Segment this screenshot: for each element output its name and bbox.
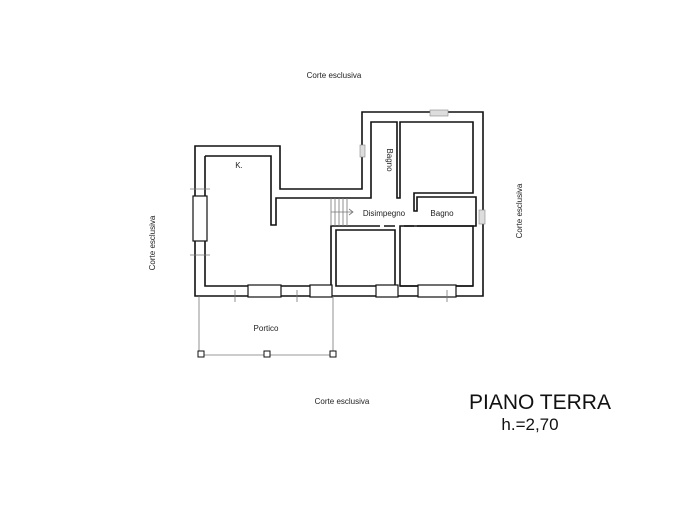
windows bbox=[190, 109, 486, 302]
room-hallway: Disimpegno bbox=[363, 209, 406, 218]
outer-wall bbox=[194, 111, 484, 297]
room-kitchen: K. bbox=[235, 161, 243, 170]
room-bathroom-1: Bagno bbox=[385, 148, 394, 172]
floor-height: h.=2,70 bbox=[501, 415, 558, 434]
label-corte-top: Corte esclusiva bbox=[307, 71, 362, 80]
label-corte-left: Corte esclusiva bbox=[148, 215, 157, 270]
label-corte-bottom: Corte esclusiva bbox=[315, 397, 370, 406]
portico bbox=[197, 296, 337, 358]
kitchen-inner bbox=[204, 156, 380, 287]
room-right-bottom bbox=[400, 225, 474, 287]
label-corte-right: Corte esclusiva bbox=[515, 183, 524, 238]
room-bathroom-2: Bagno bbox=[430, 209, 454, 218]
stairs bbox=[330, 198, 354, 226]
room-left-bottom bbox=[335, 229, 396, 287]
room-porch: Portico bbox=[254, 324, 279, 333]
floor-title: PIANO TERRA bbox=[469, 391, 611, 414]
